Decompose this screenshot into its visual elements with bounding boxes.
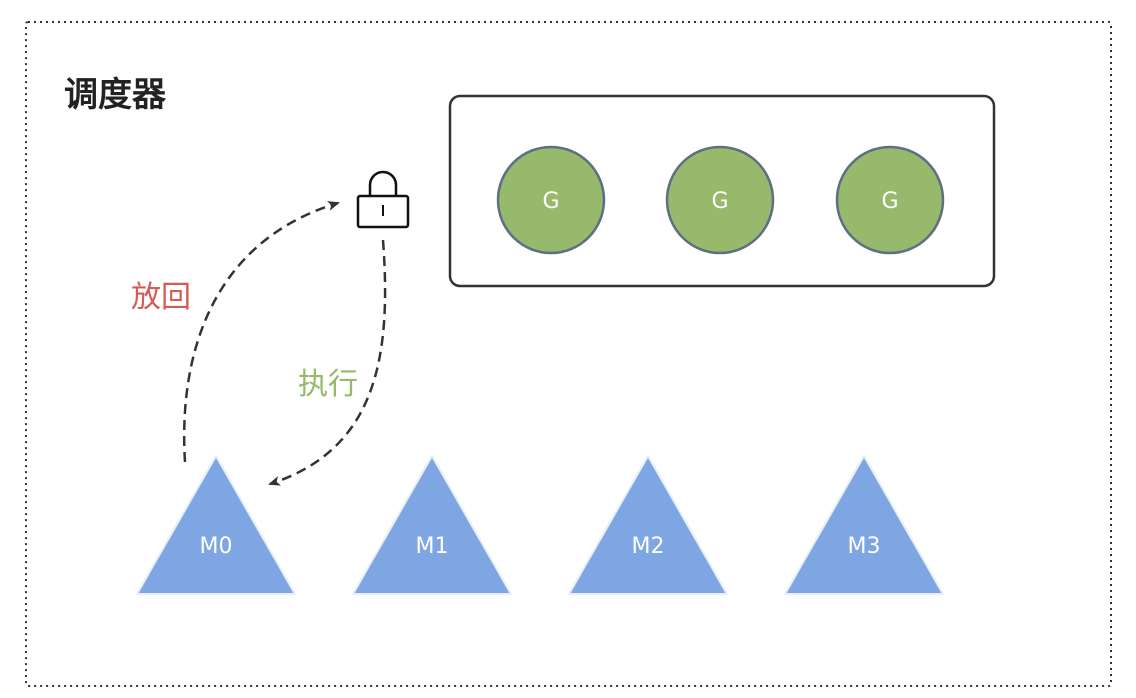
goroutine-node: G	[496, 145, 606, 255]
lock-icon	[356, 170, 410, 229]
machine-node: M1	[351, 453, 513, 595]
return-edge-label: 放回	[131, 280, 191, 315]
machine-node: M3	[783, 453, 945, 595]
goroutine-node: G	[835, 145, 945, 255]
machine-node: M0	[135, 453, 297, 595]
machine-label: M0	[200, 534, 233, 559]
execute-edge-label: 执行	[298, 367, 358, 402]
goroutine-label: G	[542, 189, 559, 214]
machine-label: M2	[632, 534, 665, 559]
machine-node: M2	[567, 453, 729, 595]
goroutine-node: G	[665, 145, 775, 255]
goroutine-label: G	[881, 189, 898, 214]
scheduler-boundary	[25, 21, 1112, 687]
machine-label: M1	[416, 534, 449, 559]
global-run-queue	[448, 94, 996, 288]
goroutine-label: G	[711, 189, 728, 214]
machine-label: M3	[848, 534, 881, 559]
diagram-title: 调度器	[64, 75, 167, 115]
execute-edge	[268, 239, 387, 486]
return-edge	[183, 201, 340, 463]
